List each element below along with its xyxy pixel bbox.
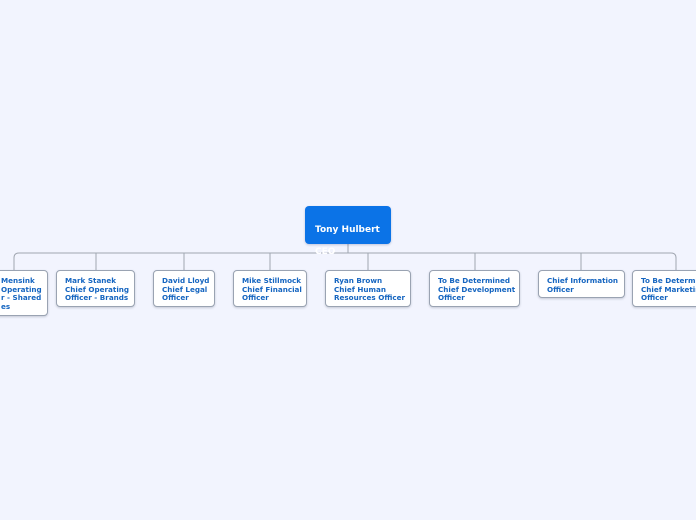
org-node-shared-services-coo[interactable]: Mensink Operating r - Shared es: [0, 270, 48, 316]
org-node-development-officer[interactable]: To Be Determined Chief Development Offic…: [429, 270, 520, 307]
connector-bus: [13, 252, 677, 270]
org-node-marketing-officer[interactable]: To Be Determi Chief Marketin Officer: [632, 270, 696, 307]
org-node-human-resources-officer[interactable]: Ryan Brown Chief Human Resources Officer: [325, 270, 411, 307]
ceo-node[interactable]: Tony Hulbert CEO: [305, 206, 391, 257]
org-node-financial-officer[interactable]: Mike Stillmock Chief Financial Officer: [233, 270, 307, 307]
org-node-brands-coo[interactable]: Mark Stanek Chief Operating Officer - Br…: [56, 270, 135, 307]
org-node-legal-officer[interactable]: David Lloyd Chief Legal Officer: [153, 270, 215, 307]
ceo-title: CEO: [315, 247, 336, 257]
org-node-information-officer[interactable]: Chief Information Officer: [538, 270, 625, 298]
ceo-name: Tony Hulbert: [315, 225, 380, 235]
